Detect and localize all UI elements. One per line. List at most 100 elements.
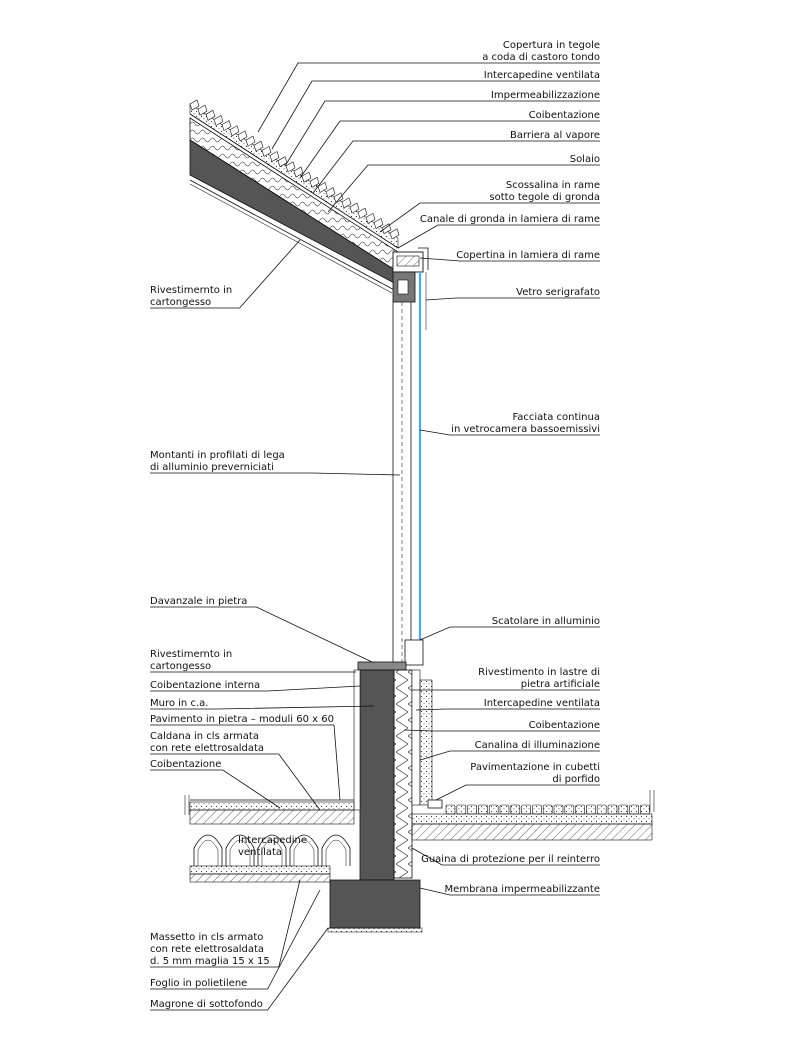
leader-line (397, 224, 600, 249)
label-text: cartongesso (150, 661, 211, 672)
label-text: Magrone di sottofondo (150, 999, 263, 1010)
label-left-6: Pavimento in pietra – moduli 60 x 60 (150, 714, 341, 801)
label-right-17: Guaina di protezione per il reinterro (411, 847, 600, 866)
leader-line (379, 202, 600, 233)
roof-slab (189, 139, 399, 286)
label-text: Massetto in cls armato (150, 932, 263, 943)
leader-line (312, 140, 600, 194)
eaves-gutter (392, 247, 429, 303)
leader-line (425, 297, 600, 301)
label-right-15: Canalina di illuminazione (419, 740, 600, 761)
label-text: in vetrocamera bassoemissivi (451, 424, 600, 435)
label-text: Rivestimernto in (150, 649, 232, 660)
leader-line (150, 239, 301, 309)
label-text: di porfido (552, 774, 600, 785)
label-text: d. 5 mm maglia 15 x 15 (150, 956, 270, 967)
leader-line (150, 927, 329, 1011)
label-text: Montanti in profilati di lega (150, 450, 285, 461)
vaulted-cavity (193, 834, 351, 866)
label-text: Membrana impermeabilizzante (445, 884, 600, 895)
label-text: Copertina in lamiera di rame (456, 250, 600, 261)
label-text: Guaina di protezione per il reinterro (421, 854, 600, 865)
leader-line (284, 100, 600, 167)
leader-line (150, 724, 341, 801)
porphyry-cobbles (445, 804, 650, 815)
leader-line (150, 753, 321, 811)
label-right-1: Intercapedine ventilata (271, 70, 600, 150)
label-left-4: Coibentazione interna (150, 680, 361, 692)
label-left-5: Muro in c.a. (150, 698, 375, 710)
label-text: Canalina di illuminazione (475, 740, 600, 751)
leader-line (150, 685, 361, 692)
label-right-7: Canale di gronda in lamiera di rame (397, 214, 600, 249)
label-text: Scossalina in rame (506, 180, 600, 191)
label-text: Pavimentazione in cubetti (470, 762, 600, 773)
leader-line (327, 164, 600, 213)
leader-line (411, 847, 600, 866)
leader-line (150, 606, 373, 663)
leader-line (271, 80, 600, 150)
label-right-5: Solaio (327, 154, 600, 213)
label-text: pietra artificiale (521, 679, 600, 690)
label-text: Muro in c.a. (150, 698, 208, 709)
label-right-14: Coibentazione (403, 720, 600, 732)
label-text: a coda di castoro tondo (482, 52, 600, 63)
stone-sill (357, 661, 407, 671)
label-text: con rete elettrosaldata (150, 743, 264, 754)
label-text: Foglio in polietilene (150, 978, 247, 989)
leader-line (150, 889, 321, 990)
label-right-8: Copertina in lamiera di rame (419, 250, 600, 262)
inline-cavity-label: Intercapedine ventilata (238, 835, 310, 858)
label-text: Solaio (570, 154, 600, 165)
leader-line (419, 429, 600, 436)
leader-line (435, 784, 600, 801)
label-text: Davanzale in pietra (150, 596, 247, 607)
label-text: Facciata continua (512, 412, 600, 423)
label-text: sotto tegole di gronda (489, 192, 600, 203)
internal-floor: Intercapedine ventilata (184, 795, 355, 883)
label-text: Copertura in tegole (503, 40, 600, 51)
label-text: Intercapedine ventilata (484, 698, 600, 709)
leader-line (419, 257, 600, 262)
leader-line (150, 705, 375, 710)
label-text: Vetro serigrafato (516, 287, 600, 298)
label-text: Coibentazione (529, 110, 600, 121)
label-right-2: Impermeabilizzazione (284, 90, 600, 167)
label-text: Coibentazione (150, 759, 221, 770)
label-left-8: Coibentazione (150, 759, 281, 809)
leader-line (415, 708, 600, 711)
roof-tiles (189, 99, 400, 240)
label-left-2: Davanzale in pietra (150, 596, 373, 663)
label-text: Pavimento in pietra – moduli 60 x 60 (150, 714, 334, 725)
label-text: di alluminio preverniciati (150, 462, 274, 473)
leader-line (419, 626, 600, 641)
label-left-10: Foglio in polietilene (150, 889, 321, 990)
label-text: Scatolare in alluminio (492, 616, 600, 627)
label-text: Coibentazione (529, 720, 600, 731)
label-right-4: Barriera al vapore (312, 130, 600, 194)
leader-line (419, 887, 600, 896)
external-paving (411, 790, 655, 841)
label-right-13: Intercapedine ventilata (415, 698, 600, 711)
leader-line (257, 62, 600, 133)
roof-assembly (189, 99, 400, 294)
label-text: Intercapedine ventilata (484, 70, 600, 81)
label-text: Coibentazione interna (150, 680, 260, 691)
leader-line (419, 750, 600, 761)
label-text: con rete elettrosaldata (150, 944, 264, 955)
label-text: Rivestimernto in (150, 285, 232, 296)
label-text: Barriera al vapore (510, 130, 600, 141)
